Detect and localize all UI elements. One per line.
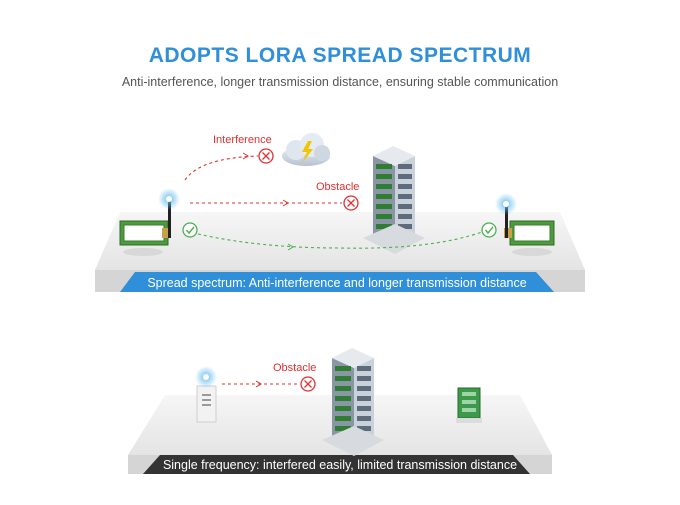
single-frequency-device (195, 366, 217, 423)
spread-spectrum-path (197, 231, 483, 249)
top-caption: Spread spectrum: Anti-interference and l… (147, 276, 526, 290)
top-platform (95, 212, 585, 270)
right-check-icon (481, 222, 497, 238)
right-lora-module (495, 193, 555, 256)
top-caption-banner (120, 272, 554, 292)
page-title: ADOPTS LORA SPREAD SPECTRUM (148, 44, 532, 67)
receiver-board (456, 387, 482, 423)
bottom-caption-banner (143, 455, 530, 474)
interference-path (184, 155, 259, 181)
top-scene: Spread spectrum: Anti-interference and l… (95, 133, 585, 292)
bottom-caption: Single frequency: interfered easily, lim… (163, 458, 517, 472)
obstacle-block-icon (343, 195, 359, 211)
obstacle-label: Obstacle (316, 181, 359, 193)
interference-block-icon (258, 148, 274, 164)
top-building-obstacle (363, 146, 425, 254)
left-lora-module (119, 188, 180, 256)
interference-label: Interference (213, 134, 272, 146)
page-subtitle: Anti-interference, longer transmission d… (121, 75, 559, 89)
left-check-icon (182, 222, 198, 238)
bottom-scene: Single frequency: interfered easily, lim… (128, 348, 552, 474)
bottom-obstacle-label: Obstacle (273, 362, 316, 374)
bottom-obstacle-block-icon (300, 376, 316, 392)
cloud-lightning-icon (282, 133, 330, 166)
